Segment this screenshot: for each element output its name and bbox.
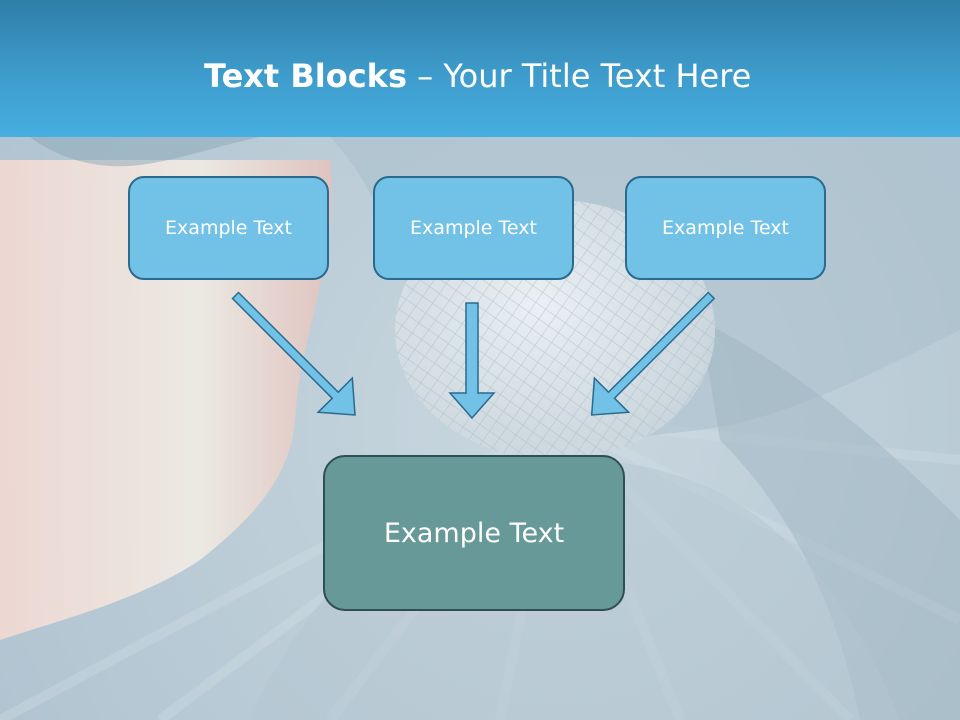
slide-title: Text Blocks – Your Title Text Here — [204, 52, 751, 100]
target-block[interactable]: Example Text — [323, 455, 625, 611]
title-bold-part: Text Blocks — [204, 57, 407, 95]
text-block-2[interactable]: Example Text — [373, 176, 574, 280]
text-block-1[interactable]: Example Text — [128, 176, 329, 280]
title-dash: – — [407, 57, 444, 95]
title-bar — [0, 0, 960, 137]
title-rest-part: Your Title Text Here — [443, 57, 752, 95]
text-block-3[interactable]: Example Text — [625, 176, 826, 280]
